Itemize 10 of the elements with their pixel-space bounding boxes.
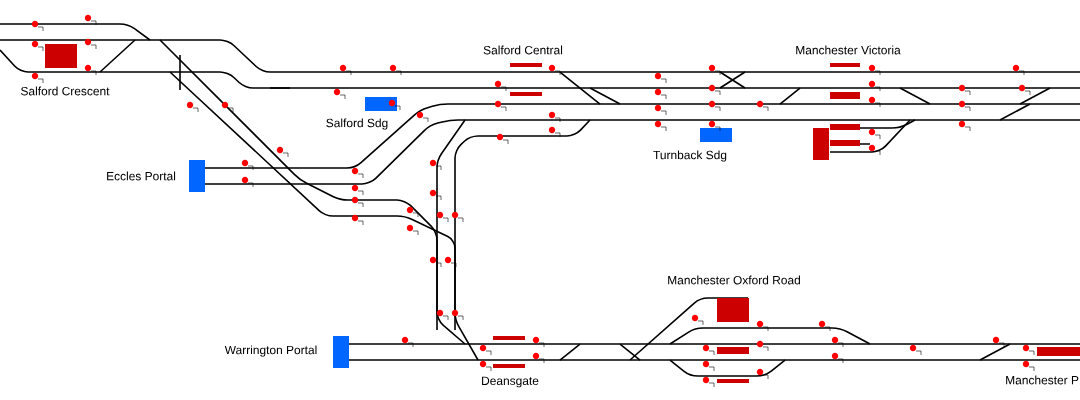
station-label: Turnback Sdg [653, 150, 727, 162]
station-label: Salford Sdg [326, 118, 388, 130]
station-label: Eccles Portal [107, 171, 176, 181]
station-label: Salford Crescent [21, 86, 110, 96]
station-label: Manchester P [1006, 375, 1079, 385]
station-label: Manchester Victoria [796, 45, 901, 55]
station-label: Manchester Oxford Road [668, 275, 800, 285]
station-label: Salford Central [483, 45, 563, 55]
station-label: Deansgate [482, 376, 539, 388]
station-label: Warrington Portal [224, 345, 317, 357]
